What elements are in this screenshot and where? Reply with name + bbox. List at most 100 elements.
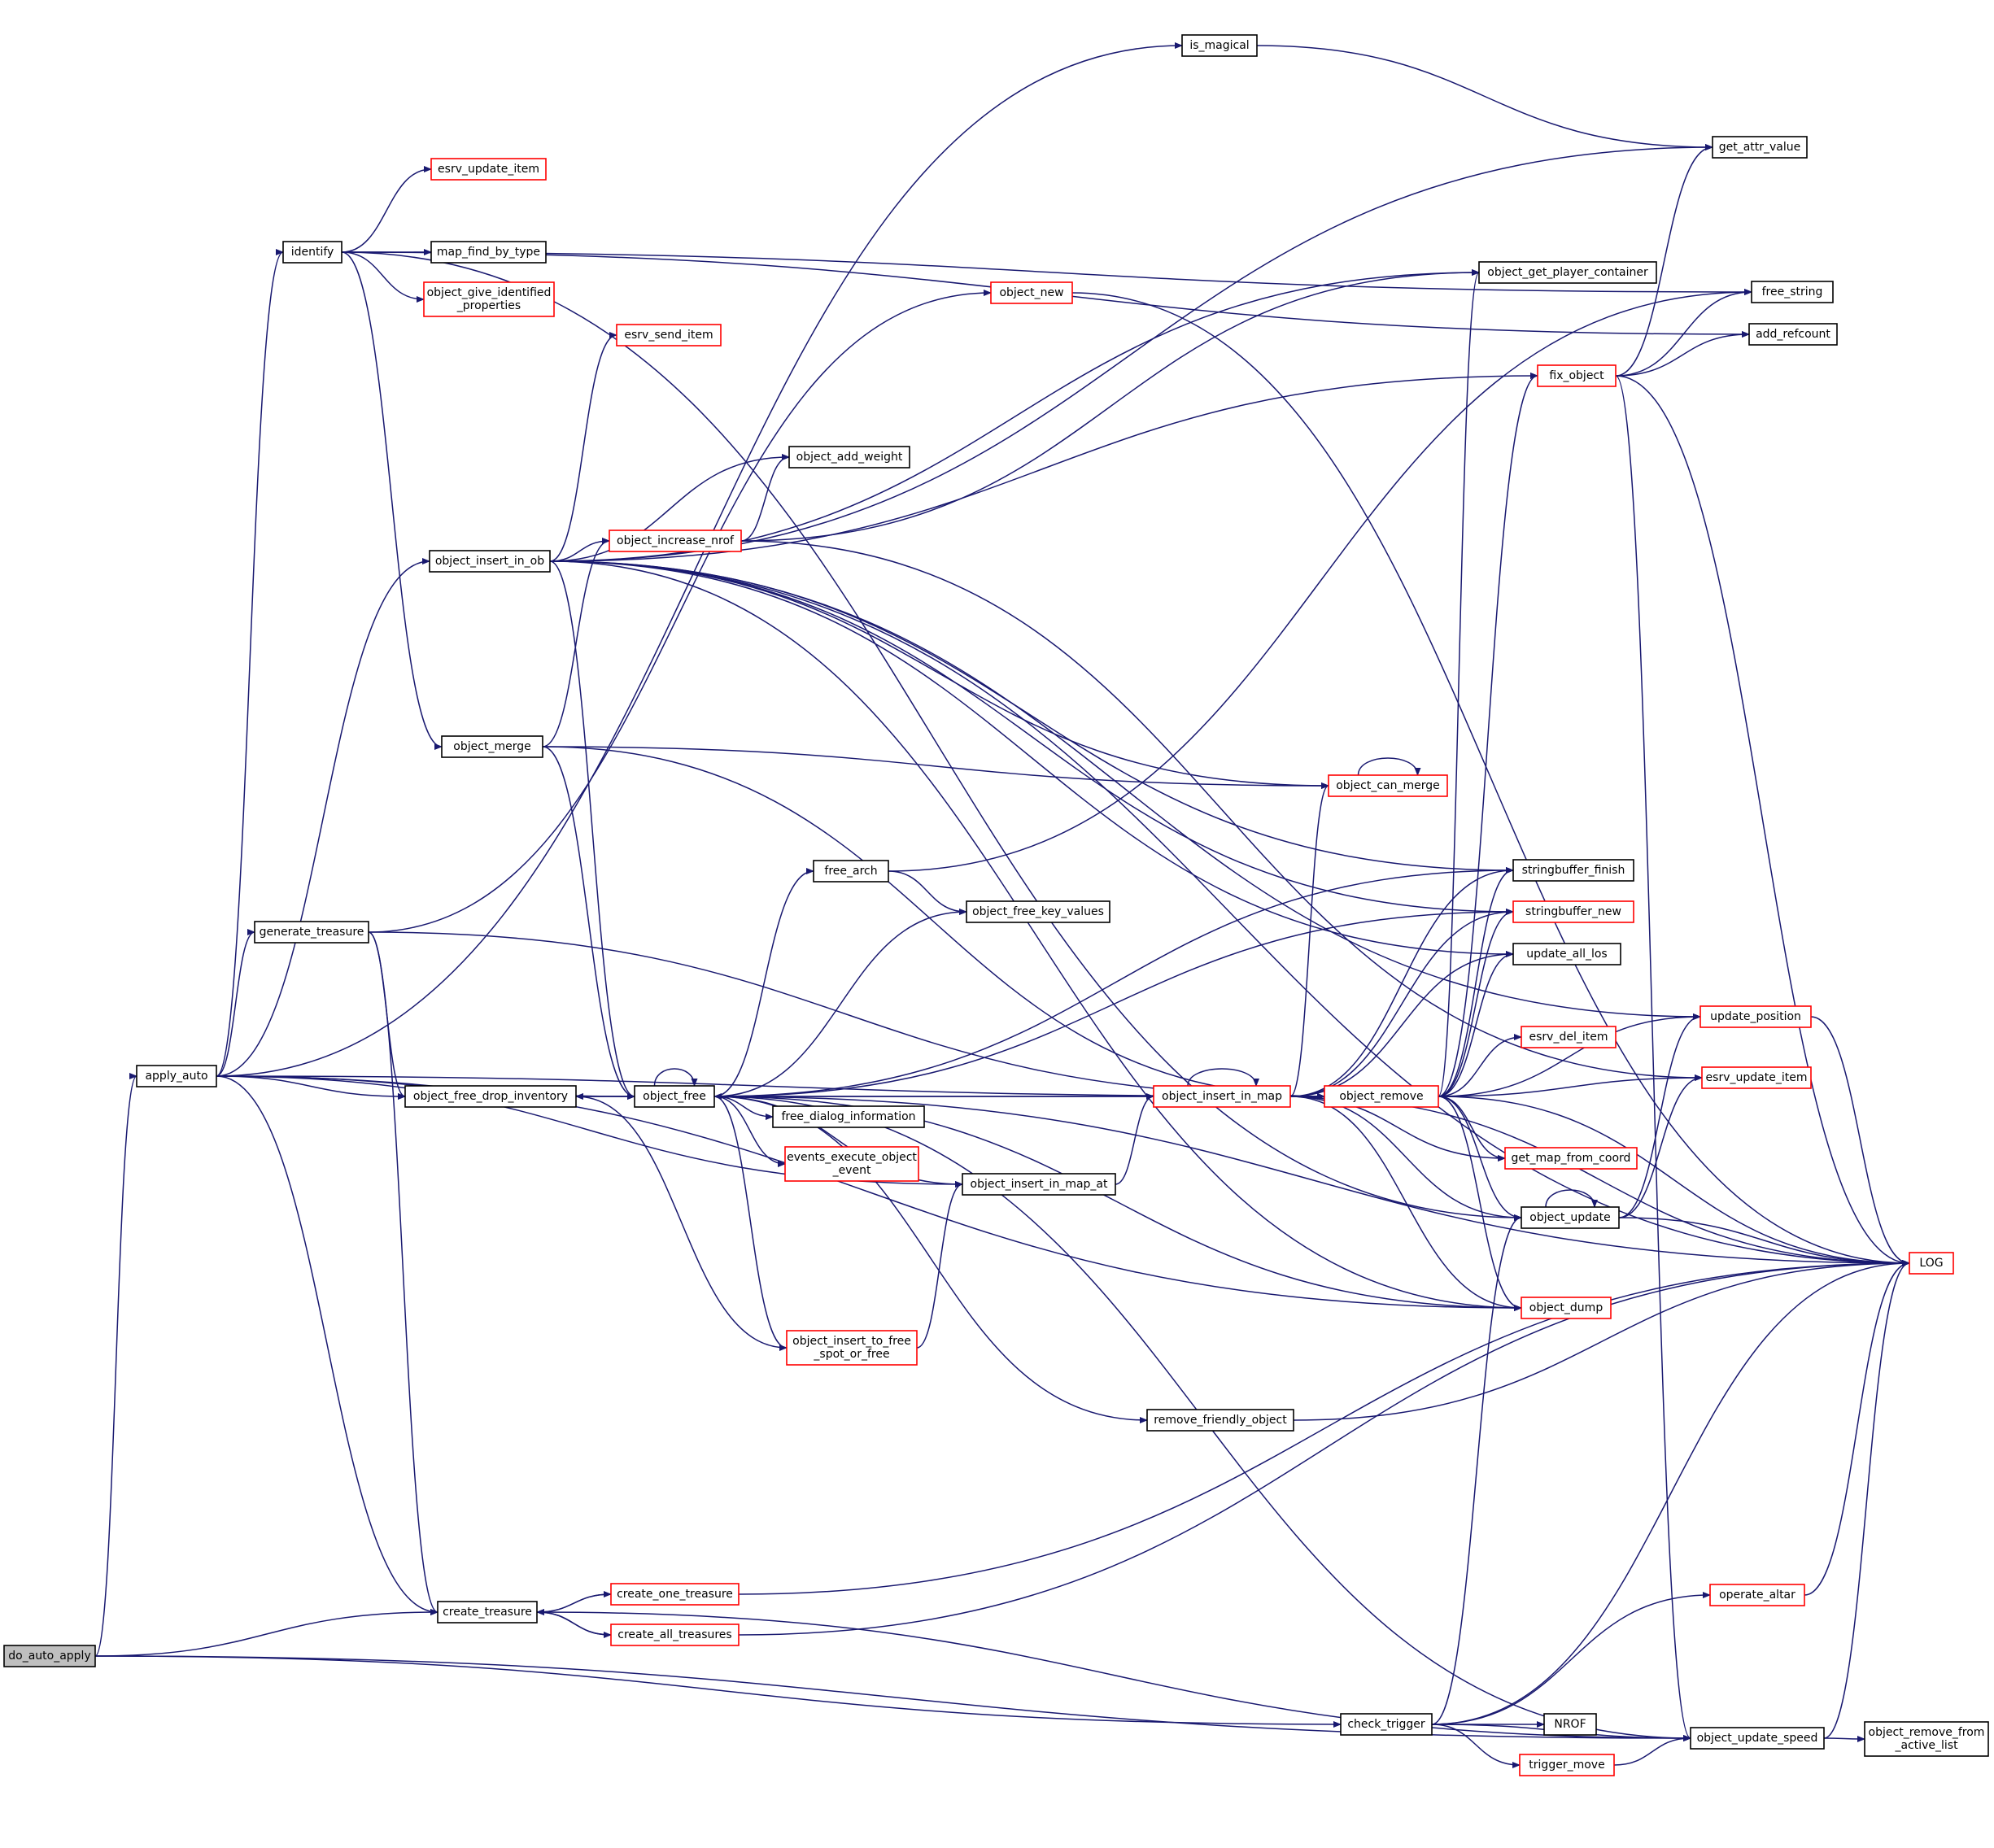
node-object-add-weight[interactable]: object_add_weight [788,446,910,469]
node-do-auto-apply[interactable]: do_auto_apply [3,1645,96,1667]
node-create-one-treasure[interactable]: create_one_treasure [610,1583,740,1606]
node-object-free[interactable]: object_free [634,1085,715,1108]
edge-object-insert-in-map-to-update-all-los [1289,951,1514,1097]
edge-object-free-to-stringbuffer-finish [713,867,1514,1097]
node-box [3,1645,96,1667]
node-esrv-del-item[interactable]: esrv_del_item [1521,1026,1617,1048]
node-object-remove[interactable]: object_remove [1324,1085,1439,1108]
node-box [1519,1754,1615,1776]
node-apply-auto[interactable]: apply_auto [136,1065,217,1087]
node-esrv-update-item-2[interactable]: esrv_update_item [1701,1066,1812,1089]
node-box [788,446,910,469]
node-free-string[interactable]: free_string [1751,281,1834,303]
node-label: free_arch [824,865,877,878]
edge-apply-auto-to-is-magical [216,42,1183,1077]
node-object-free-key-values[interactable]: object_free_key_values [966,900,1110,923]
edge-object-insert-in-map-to-stringbuffer-new [1289,909,1514,1097]
edge-check-trigger-to-LOG [1431,1260,1910,1725]
node-label: object_update_speed [1697,1732,1818,1745]
node-label: object_free [643,1090,706,1103]
node-update-all-los[interactable]: update_all_los [1512,943,1621,965]
node-object-can-merge[interactable]: object_can_merge [1328,774,1448,797]
edge-object-insert-in-ob-to-object-can-merge [549,560,1329,789]
edge-identify-to-object-give-identified-properties [341,251,425,303]
node-object-update-speed[interactable]: object_update_speed [1690,1727,1825,1750]
node-map-find-by-type[interactable]: map_find_by_type [430,241,547,264]
node-stringbuffer-finish[interactable]: stringbuffer_finish [1512,859,1634,882]
node-object-update[interactable]: object_update [1521,1206,1620,1229]
node-esrv-update-item-1[interactable]: esrv_update_item [430,158,547,181]
edge-create-one-treasure-to-create-treasure [536,1593,612,1615]
node-object-free-drop-inventory[interactable]: object_free_drop_inventory [404,1085,577,1108]
node-label: NROF [1554,1718,1586,1731]
node-object-dump[interactable]: object_dump [1521,1297,1612,1319]
node-stringbuffer-new[interactable]: stringbuffer_new [1512,900,1634,923]
node-create-treasure[interactable]: create_treasure [437,1601,538,1624]
node-label: is_magical [1189,39,1249,52]
node-box [1181,34,1258,57]
node-create-all-treasures[interactable]: create_all_treasures [610,1624,740,1646]
node-trigger-move[interactable]: trigger_move [1519,1754,1615,1776]
node-label: object_insert_in_map_at [971,1178,1109,1191]
node-identify[interactable]: identify [282,241,343,264]
node-label: esrv_send_item [624,329,713,342]
node-label: update_all_los [1526,948,1607,961]
edge-do-auto-apply-to-apply-auto [94,1073,137,1657]
node-label: create_all_treasures [617,1628,731,1641]
edge-fix-object-to-free-string [1615,289,1752,377]
node-object-give-identified-properties[interactable]: object_give_identified_properties [423,281,555,317]
node-box [634,1085,715,1108]
edge-object-free-to-object-insert-to-free-spot-or-free [713,1096,788,1351]
edge-object-insert-in-map-to-object-dump [1289,1096,1522,1311]
edge-object-insert-in-ob-to-update-all-los [549,560,1514,957]
node-object-remove-from-active-list[interactable]: object_remove_from_active_list [1864,1721,1989,1757]
node-box [430,241,547,264]
node-events-execute-object-event[interactable]: events_execute_object_event [784,1146,919,1182]
node-object-insert-to-free-spot-or-free[interactable]: object_insert_to_free_spot_or_free [786,1330,918,1366]
edge-identify-to-esrv-update-item-1 [341,166,432,253]
node-NROF[interactable]: NROF [1543,1713,1597,1736]
edge-operate-altar-to-LOG [1804,1260,1910,1596]
node-object-insert-in-ob[interactable]: object_insert_in_ob [429,550,551,573]
node-box [1478,261,1657,284]
node-box [136,1065,217,1087]
node-add-refcount[interactable]: add_refcount [1748,323,1838,346]
edge-object-remove-to-object-get-player-container [1438,269,1480,1097]
node-box [784,1146,919,1182]
edge-object-insert-in-ob-to-stringbuffer-new [549,560,1514,915]
node-generate-treasure[interactable]: generate_treasure [254,921,369,944]
node-label: trigger_move [1529,1759,1604,1772]
node-LOG[interactable]: LOG [1909,1252,1954,1275]
node-get-attr-value[interactable]: get_attr_value [1712,136,1808,159]
edge-remove-friendly-object-to-LOG [1293,1260,1910,1421]
node-label: object_add_weight [796,451,903,464]
node-esrv-send-item[interactable]: esrv_send_item [616,324,722,346]
node-check-trigger[interactable]: check_trigger [1340,1713,1433,1736]
edge-object-update-speed-to-object-remove-from-active-list [1823,1735,1865,1742]
edge-create-treasure-to-object-update-speed [536,1611,1691,1741]
node-get-map-from-coord[interactable]: get_map_from_coord [1504,1147,1638,1170]
node-fix-object[interactable]: fix_object [1537,364,1617,387]
node-box [1537,364,1617,387]
node-update-position[interactable]: update_position [1699,1005,1812,1028]
node-object-insert-in-map[interactable]: object_insert_in_map [1153,1085,1291,1108]
node-operate-altar[interactable]: operate_altar [1709,1584,1805,1606]
node-box [610,1583,740,1606]
node-box [441,735,543,758]
node-object-increase-nrof[interactable]: object_increase_nrof [609,530,742,552]
node-label: _active_list [1894,1739,1958,1752]
node-object-get-player-container[interactable]: object_get_player_container [1478,261,1657,284]
node-remove-friendly-object[interactable]: remove_friendly_object [1146,1409,1294,1432]
node-object-new[interactable]: object_new [990,281,1073,304]
node-is-magical[interactable]: is_magical [1181,34,1258,57]
node-free-arch[interactable]: free_arch [813,860,889,883]
node-object-merge[interactable]: object_merge [441,735,543,758]
node-free-dialog-information[interactable]: free_dialog_information [772,1105,925,1128]
node-object-insert-in-map-at[interactable]: object_insert_in_map_at [962,1173,1116,1196]
edge-object-update-to-object-update [1545,1189,1598,1208]
edge-object-insert-in-ob-to-get-attr-value [549,144,1713,562]
nodes-layer: do_auto_apply apply_auto create_treasurech… [3,34,1989,1776]
node-label: object_new [999,286,1063,299]
node-label: object_free_key_values [972,905,1104,918]
edge-apply-auto-to-object-remove [216,1075,1325,1100]
